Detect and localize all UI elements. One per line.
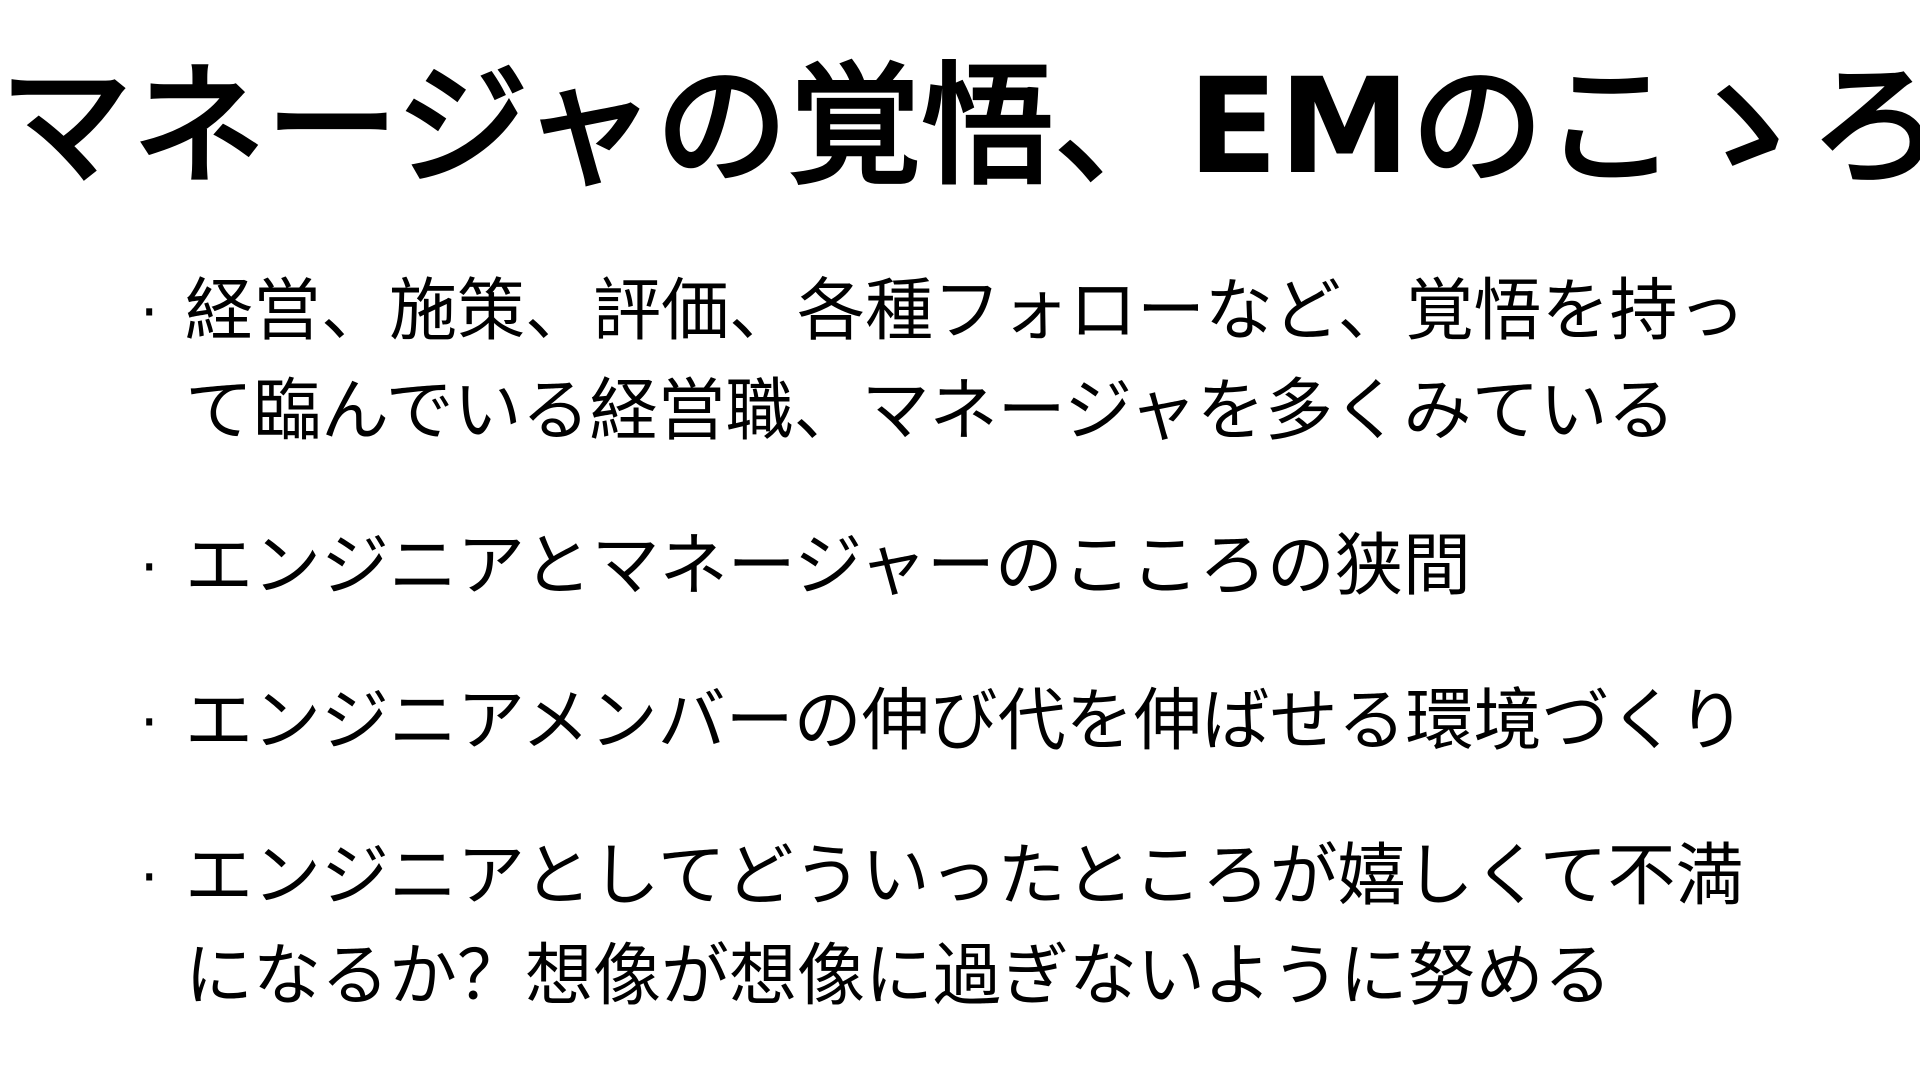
bullet-marker: ·: [140, 278, 159, 346]
bullet-item: · エンジニアメンバーの伸び代を伸ばせる環境づくり: [140, 672, 1860, 772]
bullet-list: · 経営、施策、評価、各種フォローなど、覚悟を持っ て臨んでいる経営職、マネージ…: [140, 262, 1860, 1080]
slide-title: マネージャの覚悟、EMのこゝろ: [0, 50, 1920, 204]
bullet-marker: ·: [140, 843, 159, 911]
bullet-marker: ·: [140, 533, 159, 601]
bullet-item: · エンジニアとマネージャーのこころの狭間: [140, 517, 1860, 617]
bullet-line: エンジニアとしてどういったところが嬉しくて不満: [185, 837, 1744, 916]
bullet-line: エンジニアとマネージャーのこころの狭間: [185, 527, 1471, 606]
bullet-line: て臨んでいる経営職、マネージャを多くみている: [185, 372, 1676, 451]
bullet-line: エンジニアメンバーの伸び代を伸ばせる環境づくり: [185, 682, 1746, 761]
bullet-marker: ·: [140, 688, 159, 756]
bullet-item: · 経営、施策、評価、各種フォローなど、覚悟を持っ て臨んでいる経営職、マネージ…: [140, 262, 1860, 462]
bullet-item: · エンジニアとしてどういったところが嬉しくて不満 になるか？想像が想像に過ぎな…: [140, 827, 1860, 1027]
bullet-line: になるか？想像が想像に過ぎないように努める: [185, 937, 1612, 1016]
bullet-line: 経営、施策、評価、各種フォローなど、覚悟を持っ: [185, 272, 1746, 351]
